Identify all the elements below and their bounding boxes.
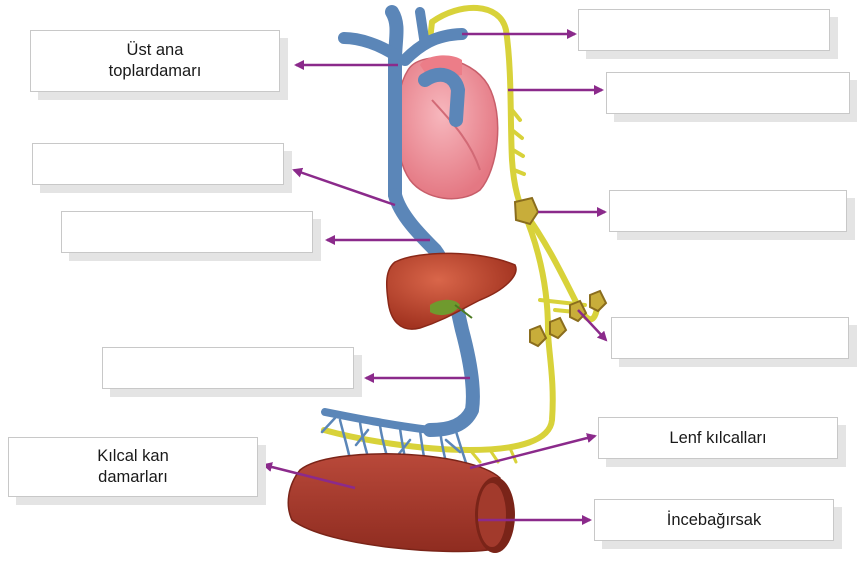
label-blank-right-1[interactable] [578, 9, 830, 51]
arrow-right-4 [578, 310, 606, 340]
label-blank-left-4[interactable] [102, 347, 354, 389]
label-ust-ana-toplardamari: Üst ana toplardamarı [30, 30, 280, 92]
arrow-left-2 [294, 170, 395, 205]
label-kilcal-kan-damarlari: Kılcal kan damarları [8, 437, 258, 497]
label-lenf-kilcallari: Lenf kılcalları [598, 417, 838, 459]
label-blank-right-2[interactable] [606, 72, 850, 114]
label-blank-left-3[interactable] [61, 211, 313, 253]
liver [387, 253, 516, 329]
label-incebagirsak: İncebağırsak [594, 499, 834, 541]
label-blank-right-4[interactable] [611, 317, 849, 359]
small-intestine [288, 454, 515, 553]
label-blank-left-2[interactable] [32, 143, 284, 185]
label-blank-right-3[interactable] [609, 190, 847, 232]
